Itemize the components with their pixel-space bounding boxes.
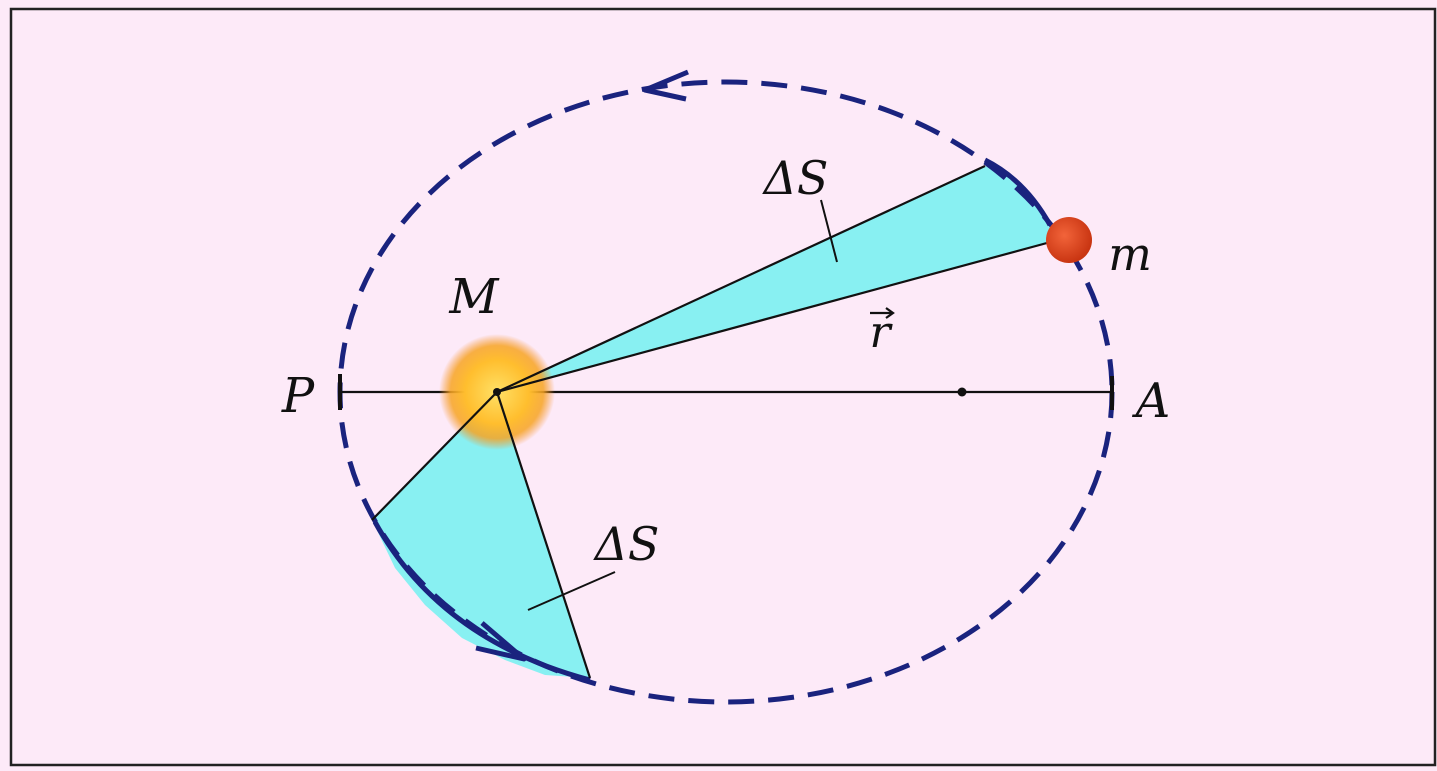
orbit-arc-upper — [983, 157, 1053, 227]
area-lower-leader-line — [527, 571, 616, 611]
radius-vector-line — [496, 238, 1059, 394]
orbiting-planet — [1046, 217, 1092, 263]
ellipse-center-dot — [957, 387, 967, 397]
orbiting-body-label: m — [1108, 227, 1152, 281]
area-upper-leader-line — [820, 199, 838, 263]
frame-border — [9, 7, 1437, 767]
area-sector-upper — [497, 166, 1058, 392]
vector-arrow-icon — [870, 307, 895, 319]
orbit-arc-lower — [372, 520, 591, 683]
area-lower-label: ΔS — [593, 517, 660, 571]
focus-dot — [493, 388, 501, 396]
radius-line-upper-start — [496, 165, 986, 393]
perihelion-label: P — [281, 368, 315, 424]
radius-line-lower-end — [495, 391, 592, 679]
direction-arrow-top-icon — [642, 69, 689, 102]
aphelion-label: A — [1132, 373, 1171, 429]
direction-arrow-bottom-icon — [475, 621, 527, 662]
area-upper-label: ΔS — [762, 151, 829, 205]
central-body-label: M — [448, 269, 500, 325]
radius-line-lower-start — [371, 391, 498, 521]
